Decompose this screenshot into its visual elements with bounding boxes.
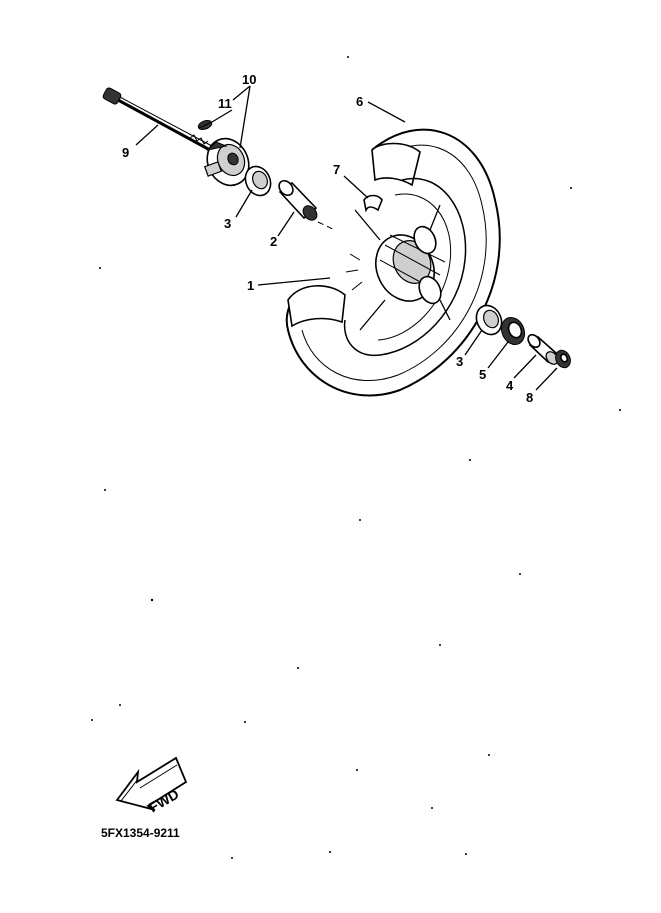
bearing-left	[244, 165, 272, 197]
axle-spacer	[278, 179, 318, 221]
speedometer-gear-unit	[203, 137, 250, 187]
label-11: 11	[218, 96, 232, 111]
cast-wheel	[343, 177, 467, 356]
label-9: 9	[122, 145, 129, 160]
label-2: 2	[270, 234, 277, 249]
label-7: 7	[333, 162, 340, 177]
forward-direction-arrow: FWD	[115, 756, 188, 815]
label-10: 10	[242, 72, 256, 87]
label-6: 6	[356, 94, 363, 109]
label-4: 4	[506, 378, 514, 393]
label-1: 1	[247, 278, 254, 293]
front-wheel-axle	[102, 87, 213, 152]
label-8: 8	[526, 390, 533, 405]
bearing-right	[475, 304, 503, 336]
drawing-code: 5FX1354-9211	[101, 826, 180, 840]
label-5: 5	[479, 367, 486, 382]
valve-clip	[363, 194, 383, 213]
oil-seal	[500, 316, 526, 346]
leader-lines	[135, 85, 558, 391]
label-3a: 3	[224, 216, 231, 231]
scan-specks	[91, 56, 621, 859]
axle-nut	[555, 349, 571, 369]
label-3b: 3	[456, 354, 463, 369]
collar	[527, 333, 559, 365]
speedometer-screw	[197, 120, 213, 130]
